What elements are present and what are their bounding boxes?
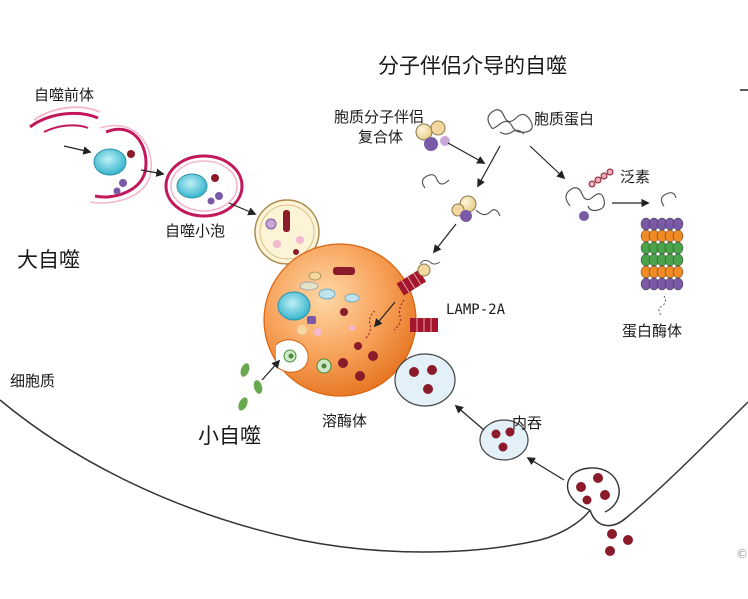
proteasome-subunit	[672, 265, 684, 279]
lamp2a-receptor	[393, 259, 441, 331]
label-endocytosis: 内吞	[512, 414, 543, 432]
endocytic-pit	[566, 467, 620, 513]
label-microautophagy: 小自噬	[198, 424, 261, 448]
proteasome-subunit	[672, 253, 684, 267]
proteasome-subunit	[672, 277, 684, 291]
extracellular-cargo	[605, 529, 633, 556]
label-autophagosome: 自噬小泡	[165, 222, 226, 240]
pre-autophagosome	[29, 106, 101, 133]
proteasome-subunit	[672, 217, 684, 231]
label-lysosome: 溶酶体	[322, 412, 368, 430]
label-macroautophagy: 大自噬	[17, 248, 80, 272]
endosome-large	[394, 353, 456, 407]
diagram-title: 分子伴侣介导的自噬	[378, 54, 567, 78]
label-cytosolic-protein: 胞质蛋白	[534, 110, 595, 128]
label-cytoplasm: 细胞质	[10, 372, 56, 390]
autophagosome	[164, 154, 244, 218]
phagophore	[89, 125, 152, 204]
ubiquitinated-protein	[565, 168, 614, 221]
pathway-arrows	[63, 142, 650, 481]
cytosolic-protein	[487, 109, 533, 135]
proteasome	[640, 192, 684, 317]
endosome-small	[479, 419, 529, 461]
microautophagy-cargo	[238, 363, 263, 411]
substrate-binding-complex	[421, 174, 501, 222]
lamp2a-legend-swatch	[410, 318, 438, 332]
label-lamp2a: LAMP-2A	[446, 302, 506, 318]
lysosome	[263, 243, 417, 397]
proteasome-subunit	[672, 241, 684, 255]
lysosome-fusing	[254, 199, 320, 265]
proteasome-subunit	[672, 229, 684, 243]
label-chaperone-complex-line2: 复合体	[358, 128, 404, 146]
label-ubiquitin: 泛素	[620, 168, 651, 186]
label-chaperone-complex: 胞质分子伴侣	[334, 108, 425, 126]
label-pre-autophagosome: 自噬前体	[34, 86, 95, 104]
edge-mark-bottom: ©	[736, 547, 748, 561]
label-proteasome: 蛋白酶体	[622, 322, 683, 340]
chaperone-complex	[415, 120, 450, 151]
cell-membrane	[0, 399, 748, 553]
